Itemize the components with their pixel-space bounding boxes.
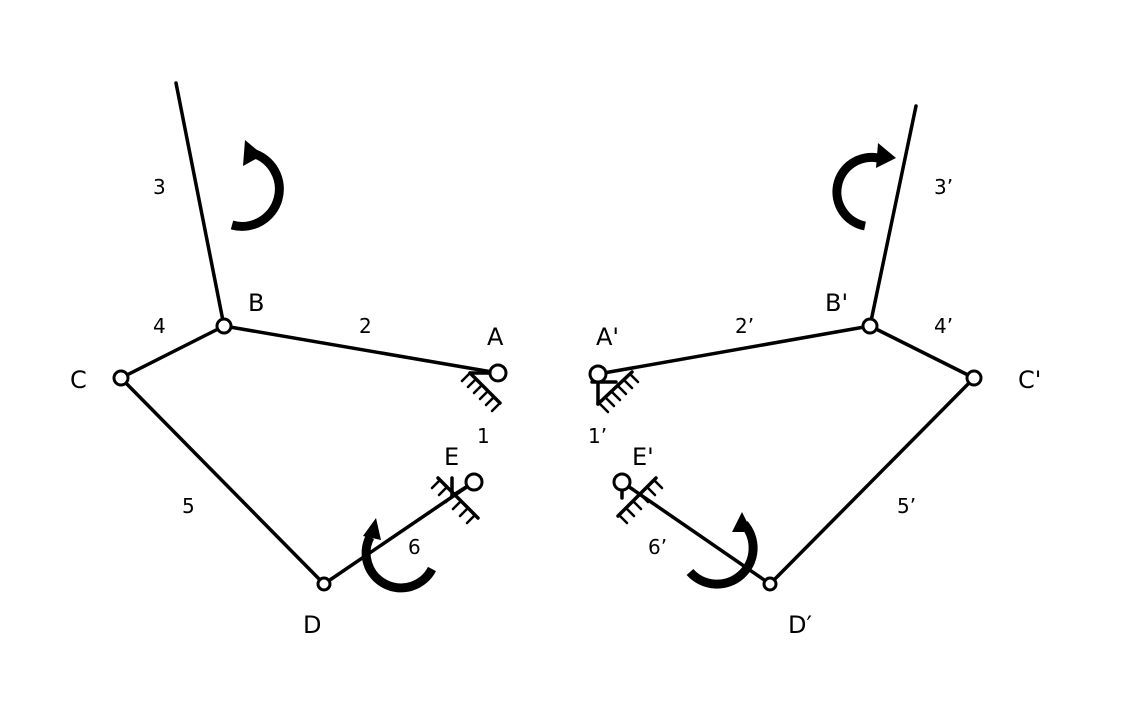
ground-hatch-icon — [430, 478, 477, 525]
pivot-joint-icon — [762, 576, 778, 592]
label-joint-d-right: D′ — [788, 611, 812, 639]
label-link-6-left: 6 — [408, 535, 421, 559]
pivot-joint-icon — [861, 317, 879, 335]
link-5-right — [768, 376, 976, 586]
ground-support-e-left — [430, 476, 480, 525]
rotation-arrow-icon — [832, 143, 896, 231]
pivot-joint-icon — [316, 576, 332, 592]
ground-support-a-left — [460, 371, 502, 413]
label-link-6-right: 6’ — [648, 535, 667, 559]
label-joint-c-left: C — [70, 366, 87, 394]
link-2-left — [222, 324, 500, 375]
pivot-joint-icon — [588, 364, 608, 384]
ground-hatch-icon — [598, 372, 640, 414]
left-mechanism — [119, 81, 502, 586]
label-link-3-left: 3 — [153, 175, 166, 199]
pivot-joint-icon — [965, 369, 983, 387]
label-joint-a-left: A — [487, 323, 504, 351]
link-3-right — [868, 104, 918, 328]
ground-hatch-icon — [617, 478, 664, 525]
label-joint-e-right: E' — [632, 443, 654, 471]
label-joint-c-right: C' — [1018, 366, 1041, 394]
pivot-joint-icon — [112, 369, 130, 387]
label-link-3-right: 3’ — [934, 175, 953, 199]
pivot-joint-icon — [215, 317, 233, 335]
label-joint-a-right: A' — [596, 323, 619, 351]
label-link-1-right: 1’ — [588, 424, 607, 448]
link-5-left — [119, 376, 326, 586]
label-link-4-left: 4 — [153, 314, 166, 338]
right-mechanism — [590, 104, 976, 586]
link-4-right — [868, 324, 976, 380]
label-joint-e-left: E — [444, 443, 459, 471]
pivot-joint-icon — [488, 363, 508, 383]
rotation-arrow-icon — [230, 140, 284, 231]
label-joint-b-right: B' — [825, 289, 848, 317]
label-link-5-right: 5’ — [897, 494, 916, 518]
pivot-joint-icon — [612, 472, 632, 492]
label-joint-b-left: B — [248, 289, 264, 317]
link-3-left — [174, 81, 226, 328]
label-link-5-left: 5 — [182, 494, 195, 518]
link-4-left — [119, 324, 226, 380]
label-link-1-left: 1 — [477, 424, 490, 448]
pivot-joint-icon — [464, 472, 484, 492]
label-link-2-left: 2 — [359, 314, 372, 338]
link-2-right — [596, 324, 872, 376]
rotation-arrow-icon — [686, 512, 758, 589]
ground-hatch-icon — [460, 371, 502, 413]
label-link-4-right: 4’ — [934, 314, 953, 338]
label-joint-d-left: D — [303, 611, 321, 639]
label-link-2-right: 2’ — [735, 314, 754, 338]
rotation-arrow-icon — [361, 518, 436, 593]
